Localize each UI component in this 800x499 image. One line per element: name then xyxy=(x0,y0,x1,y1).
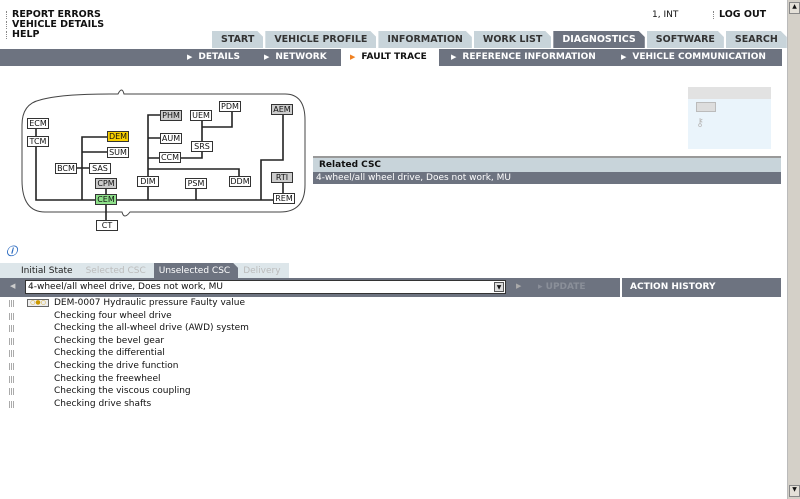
user-label: 1, INT xyxy=(652,10,679,20)
list-item-text: Checking drive shafts xyxy=(54,398,152,409)
node-cem[interactable]: CEM xyxy=(95,194,117,205)
previous-arrow-icon[interactable]: ◀ xyxy=(10,282,16,290)
select-value: 4-wheel/all wheel drive, Does not work, … xyxy=(28,282,223,292)
node-srs[interactable]: SRS xyxy=(191,141,213,152)
related-csc-title: Related CSC xyxy=(313,156,781,172)
list-item-text: Checking the differential xyxy=(54,348,165,359)
scroll-up-icon[interactable]: ▲ xyxy=(789,2,800,14)
node-dem[interactable]: DEM xyxy=(107,131,129,142)
node-tcm[interactable]: TCM xyxy=(27,136,49,147)
list-item-text: Checking the all-wheel drive (AWD) syste… xyxy=(54,323,249,334)
tab-unselected-csc[interactable]: Unselected CSC xyxy=(154,263,238,278)
action-history-header: ACTION HISTORY xyxy=(622,278,781,297)
tab-initial-state[interactable]: Initial State xyxy=(0,263,81,278)
vertical-scrollbar[interactable]: ▲ ▼ xyxy=(787,0,800,499)
tab-work-list[interactable]: WORK LIST xyxy=(474,31,551,48)
fault-status-icon: ○●○ xyxy=(27,299,49,307)
drag-handle-icon[interactable] xyxy=(9,362,15,370)
node-psm[interactable]: PSM xyxy=(185,178,207,189)
update-label: UPDATE xyxy=(545,282,586,292)
network-diagram xyxy=(21,89,306,220)
subtab-label: NETWORK xyxy=(275,52,327,62)
tab-delivery[interactable]: Delivery xyxy=(238,263,288,278)
node-cpm[interactable]: CPM xyxy=(95,178,117,189)
tab-diagnostics[interactable]: DIAGNOSTICS xyxy=(553,31,644,48)
node-uem[interactable]: UEM xyxy=(190,110,212,121)
csc-select[interactable]: 4-wheel/all wheel drive, Does not work, … xyxy=(25,280,506,294)
link-label: VEHICLE DETAILS xyxy=(12,19,105,30)
arrow-icon: ▶ xyxy=(621,53,627,61)
next-arrow-icon[interactable]: ▶ xyxy=(516,282,522,290)
list-item-text: Checking the bevel gear xyxy=(54,335,165,346)
link-label: LOG OUT xyxy=(719,9,767,20)
drag-handle-icon[interactable] xyxy=(9,312,15,320)
subtab-vehicle-communication[interactable]: ▶ VEHICLE COMMUNICATION xyxy=(621,49,766,66)
key-icon[interactable]: ⚷ xyxy=(696,116,705,129)
arrow-icon: ▶ xyxy=(187,53,193,61)
subtab-network[interactable]: ▶ NETWORK xyxy=(264,49,327,66)
link-label: HELP xyxy=(12,29,40,40)
state-tabs: Initial State Selected CSC Unselected CS… xyxy=(0,263,289,278)
csc-toolbar: ◀ 4-wheel/all wheel drive, Does not work… xyxy=(0,278,620,297)
list-item-text: DEM-0007 Hydraulic pressure Faulty value xyxy=(54,298,246,308)
arrow-icon: ▶ xyxy=(264,53,270,61)
report-errors-link[interactable]: REPORT ERRORS xyxy=(6,9,101,20)
drag-handle-icon[interactable] xyxy=(9,337,15,345)
drag-handle-icon[interactable] xyxy=(9,325,15,333)
list-item-text: Checking the viscous coupling xyxy=(54,386,191,397)
drag-handle-icon[interactable] xyxy=(9,388,15,396)
main-tabs: START VEHICLE PROFILE INFORMATION WORK L… xyxy=(212,31,789,48)
tab-selected-csc[interactable]: Selected CSC xyxy=(81,263,154,278)
vehicle-details-link[interactable]: VEHICLE DETAILS xyxy=(6,19,104,30)
related-csc-panel: Related CSC 4-wheel/all wheel drive, Doe… xyxy=(313,156,781,184)
tab-information[interactable]: INFORMATION xyxy=(378,31,471,48)
drag-handle-icon[interactable] xyxy=(9,375,15,383)
tools-panel-header xyxy=(688,87,771,99)
node-rem[interactable]: REM xyxy=(273,193,295,204)
node-aem[interactable]: AEM xyxy=(271,104,293,115)
list-item-text: Checking four wheel drive xyxy=(54,310,172,321)
info-icon[interactable]: ⓘ xyxy=(6,245,17,258)
drag-handle-icon[interactable] xyxy=(9,400,15,408)
update-button[interactable]: ▸ UPDATE xyxy=(538,282,586,292)
node-ccm[interactable]: CCM xyxy=(159,152,181,163)
subtab-reference-information[interactable]: ▶ REFERENCE INFORMATION xyxy=(451,49,596,66)
subtab-fault-trace[interactable]: ▶ FAULT TRACE xyxy=(341,49,439,66)
node-dim[interactable]: DIM xyxy=(137,176,159,187)
node-bcm[interactable]: BCM xyxy=(55,163,77,174)
battery-icon[interactable] xyxy=(696,102,716,112)
node-pdm[interactable]: PDM xyxy=(219,101,241,112)
sub-navigation: ▶ DETAILS ▶ NETWORK ▶ FAULT TRACE ▶ REFERENC… xyxy=(0,49,782,66)
arrow-icon: ▶ xyxy=(350,53,356,61)
node-rti[interactable]: RTI xyxy=(271,172,293,183)
subtab-details[interactable]: ▶ DETAILS xyxy=(187,49,240,66)
list-item-text: Checking the freewheel xyxy=(54,373,161,384)
drag-handle-icon[interactable] xyxy=(9,350,15,358)
tab-software[interactable]: SOFTWARE xyxy=(647,31,724,48)
scroll-down-icon[interactable]: ▼ xyxy=(789,485,800,497)
node-ecm[interactable]: ECM xyxy=(27,118,49,129)
tools-panel: ⚷ xyxy=(688,87,771,149)
related-csc-item[interactable]: 4-wheel/all wheel drive, Does not work, … xyxy=(313,172,781,184)
subtab-label: FAULT TRACE xyxy=(361,52,427,62)
tab-vehicle-profile[interactable]: VEHICLE PROFILE xyxy=(265,31,376,48)
subtab-label: VEHICLE COMMUNICATION xyxy=(632,52,766,62)
node-aum[interactable]: AUM xyxy=(160,133,182,144)
tab-search[interactable]: SEARCH xyxy=(726,31,787,48)
subtab-label: REFERENCE INFORMATION xyxy=(462,52,596,62)
node-phm[interactable]: PHM xyxy=(160,110,182,121)
node-sum[interactable]: SUM xyxy=(107,147,129,158)
arrow-icon: ▶ xyxy=(451,53,457,61)
node-ct[interactable]: CT xyxy=(96,220,118,231)
subtab-label: DETAILS xyxy=(198,52,240,62)
list-item-text: Checking the drive function xyxy=(54,360,179,371)
node-sas[interactable]: SAS xyxy=(89,163,111,174)
tab-start[interactable]: START xyxy=(212,31,263,48)
logout-link[interactable]: LOG OUT xyxy=(713,9,766,20)
help-link[interactable]: HELP xyxy=(6,29,39,40)
node-ddm[interactable]: DDM xyxy=(229,176,251,187)
drag-handle-icon[interactable] xyxy=(9,300,15,307)
link-label: REPORT ERRORS xyxy=(12,9,101,20)
chevron-down-icon[interactable]: ▼ xyxy=(494,282,504,292)
